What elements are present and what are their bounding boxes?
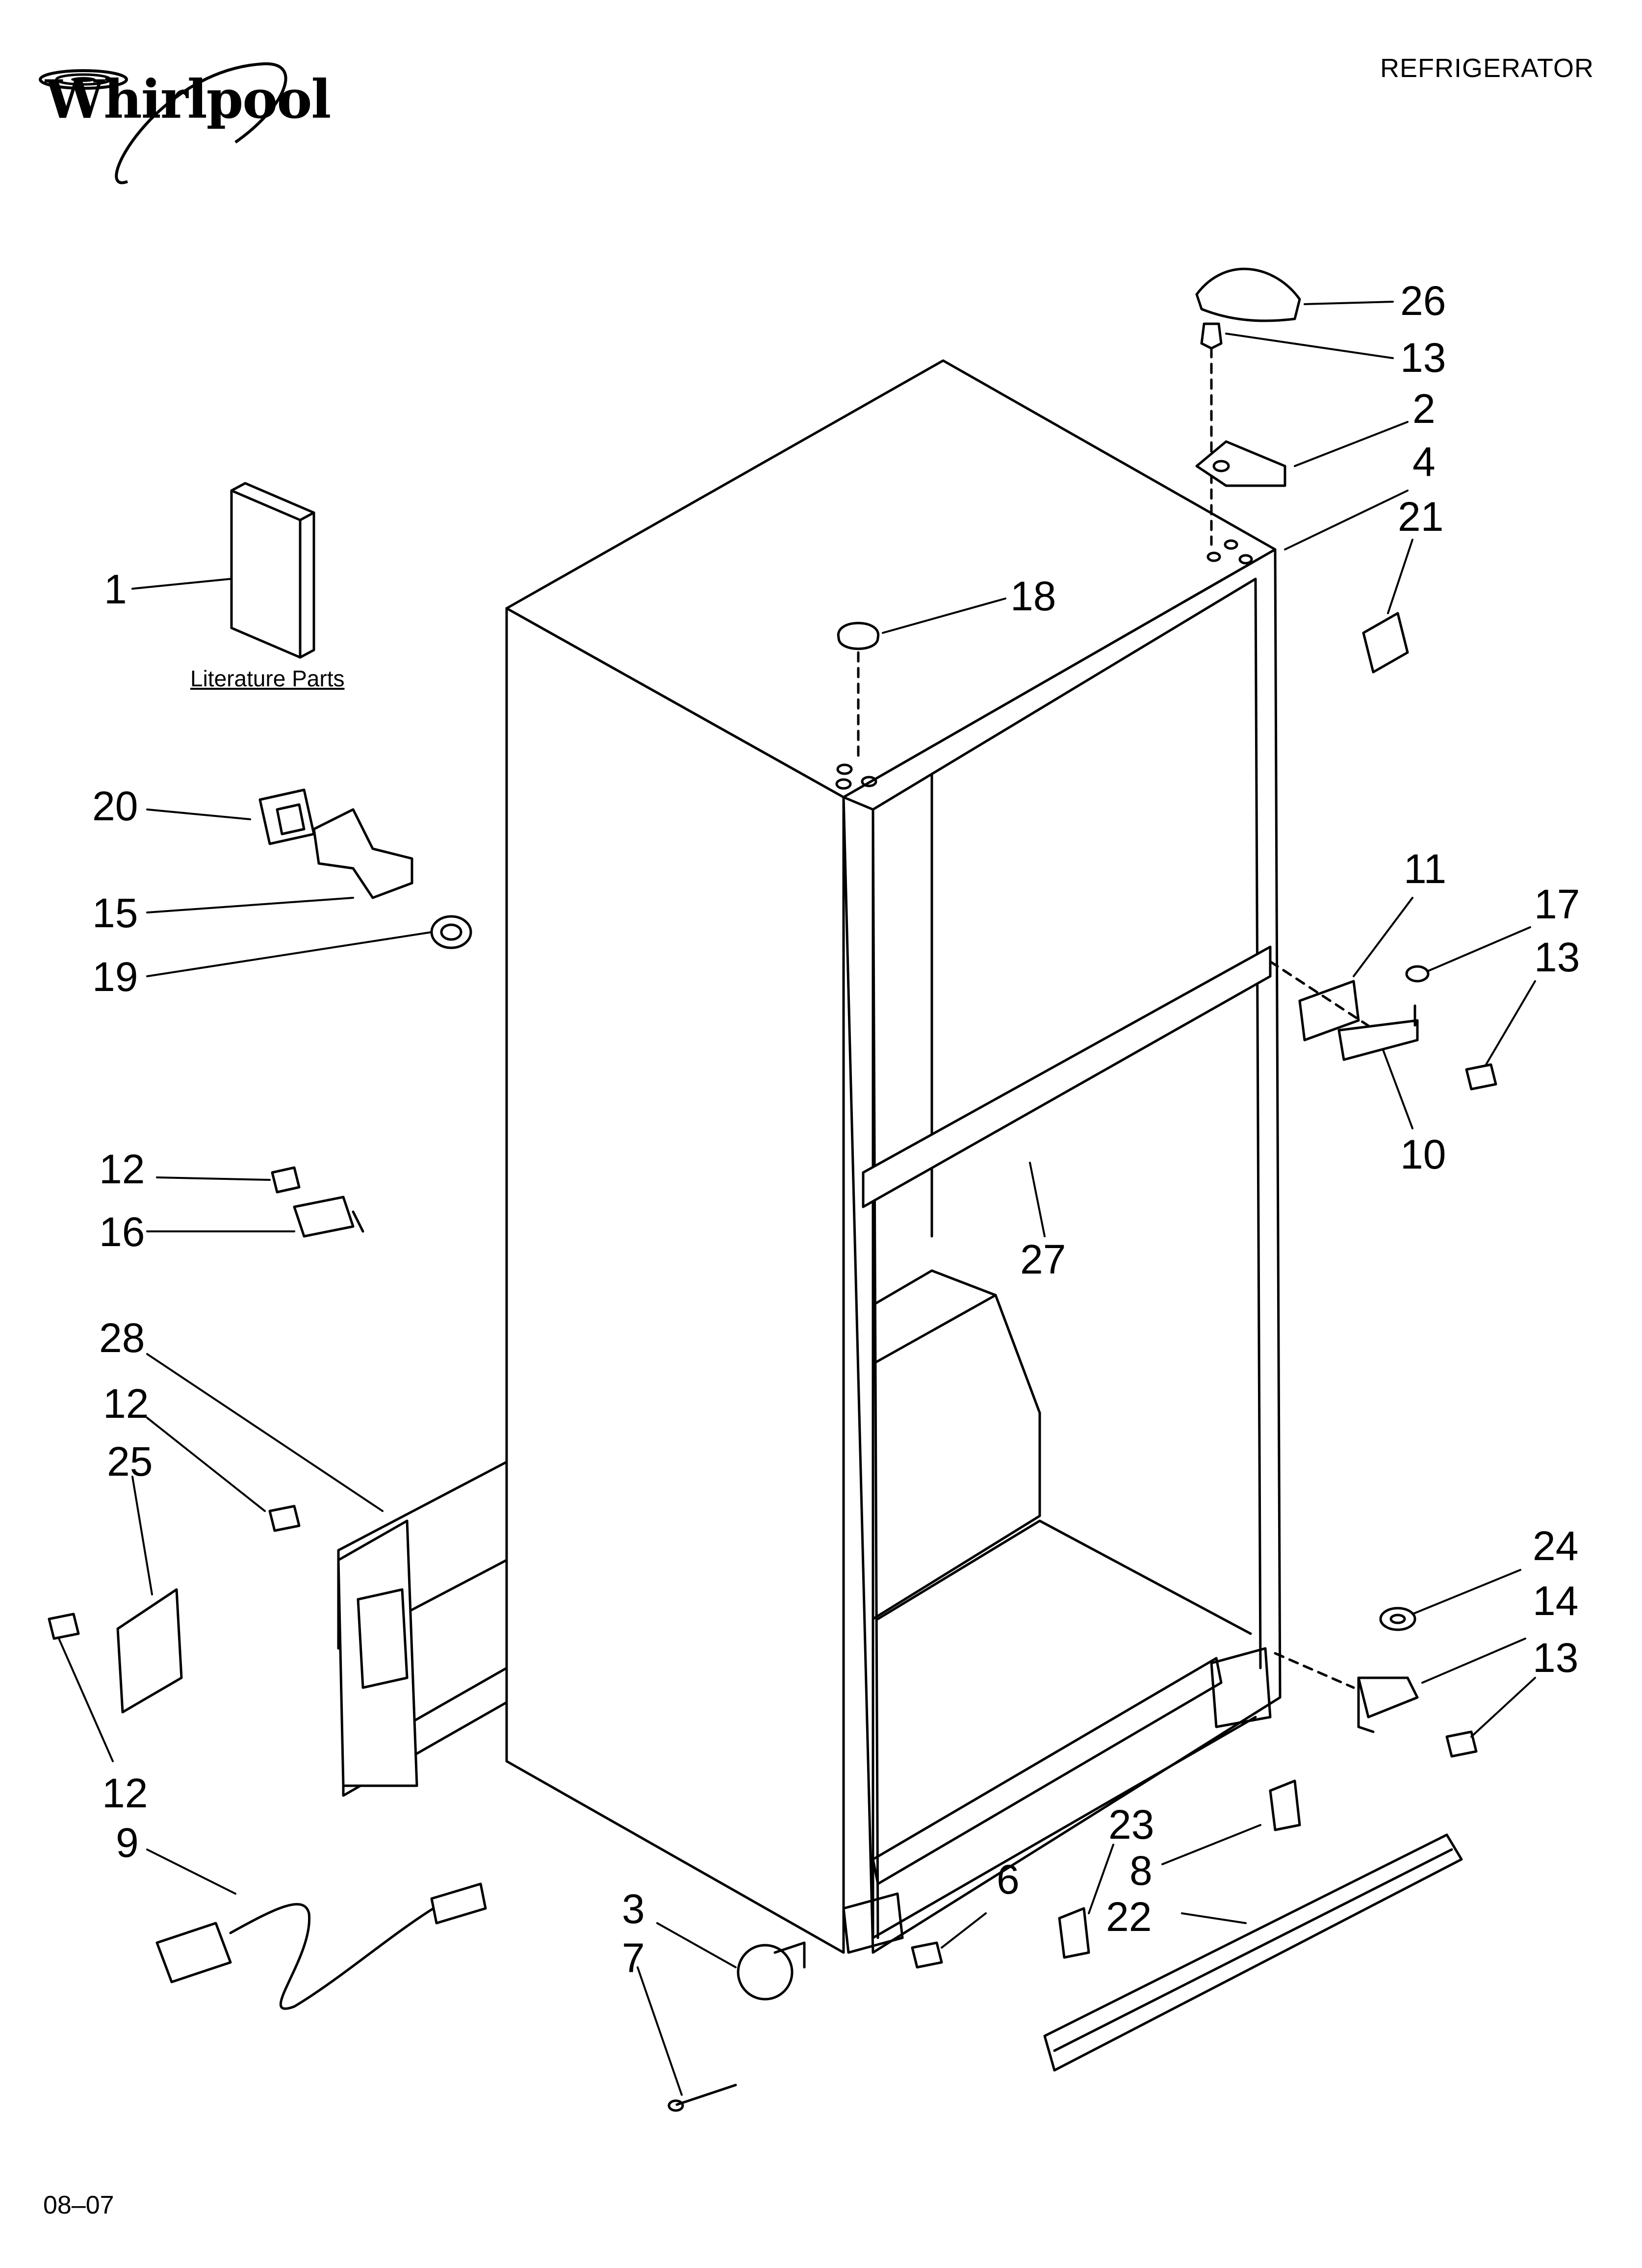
part-9-power-cord xyxy=(155,1882,487,2010)
callout-27: 27 xyxy=(1020,1236,1066,1282)
part-24-washer xyxy=(1379,1607,1416,1631)
callout-6: 6 xyxy=(997,1856,1020,1903)
whirlpool-logo xyxy=(29,49,324,206)
callout-20: 20 xyxy=(92,783,138,829)
part-12-screw-a xyxy=(271,1166,301,1194)
page-title: REFRIGERATOR xyxy=(1380,53,1594,83)
callout-2: 2 xyxy=(1412,386,1436,432)
callout-13-bottom: 13 xyxy=(1533,1635,1578,1681)
part-14-bottom-hinge xyxy=(1274,1652,1419,1733)
brand-wordmark: Whirlpool xyxy=(45,69,331,130)
callout-17: 17 xyxy=(1534,881,1580,927)
part-18-plug-button xyxy=(837,622,880,757)
refrigerator-cabinet xyxy=(337,359,1282,1954)
callout-8: 8 xyxy=(1129,1848,1153,1894)
callout-19: 19 xyxy=(92,954,138,1000)
callout-23: 23 xyxy=(1108,1801,1154,1848)
callout-16: 16 xyxy=(99,1209,145,1255)
leader-lines xyxy=(58,301,1536,2096)
callout-15: 15 xyxy=(92,890,138,936)
part-6-screw xyxy=(911,1941,943,1969)
part-28-bracket xyxy=(337,1519,418,1787)
part-15-shaft xyxy=(312,808,413,899)
part-13-screw-mid xyxy=(1465,1063,1497,1091)
part-23-clip xyxy=(1058,1907,1090,1959)
part-8-clip xyxy=(1269,1779,1301,1831)
callout-11: 11 xyxy=(1404,846,1446,892)
part-13-screw-bottom xyxy=(1445,1730,1478,1758)
callout-13-mid: 13 xyxy=(1534,934,1580,980)
callout-24: 24 xyxy=(1533,1523,1578,1569)
part-7-pin xyxy=(667,2084,737,2112)
date-code: 08–07 xyxy=(43,2191,114,2219)
part-13-screw-top xyxy=(1200,322,1223,546)
part-17-washer xyxy=(1405,965,1430,983)
callout-7: 7 xyxy=(622,1935,645,1981)
callout-9: 9 xyxy=(116,1820,139,1866)
callout-28: 28 xyxy=(99,1315,145,1361)
part-19-washer xyxy=(430,915,472,949)
literature-parts-label: Literature Parts xyxy=(190,666,345,691)
callout-3: 3 xyxy=(622,1886,645,1932)
part-16-clamp xyxy=(293,1196,364,1238)
part-12-screw-b xyxy=(268,1505,301,1532)
part-12-screw-c xyxy=(48,1613,80,1640)
callout-1: 1 xyxy=(104,566,127,612)
callout-4: 4 xyxy=(1412,439,1436,485)
part-2-top-hinge xyxy=(1195,440,1286,487)
logo-swirl-icon xyxy=(39,62,287,184)
callout-12-b: 12 xyxy=(103,1381,149,1427)
callout-26: 26 xyxy=(1400,278,1446,324)
part-1-literature xyxy=(230,482,315,659)
callout-25: 25 xyxy=(107,1438,153,1485)
part-27-divider-rail xyxy=(862,945,1272,1208)
callout-21: 21 xyxy=(1398,494,1443,540)
callout-18: 18 xyxy=(1010,573,1056,619)
callout-22: 22 xyxy=(1106,1894,1152,1940)
part-20-gasket xyxy=(258,788,315,845)
callout-13-top: 13 xyxy=(1400,335,1446,381)
callout-10: 10 xyxy=(1400,1131,1446,1177)
callout-labels: 26 13 2 4 21 1 18 20 15 19 11 17 13 10 2… xyxy=(92,278,1580,1981)
callout-14: 14 xyxy=(1533,1578,1578,1624)
callout-12-a: 12 xyxy=(99,1146,145,1192)
part-21-hinge-pin-cover xyxy=(1362,612,1409,674)
callout-12-c: 12 xyxy=(102,1770,148,1816)
part-22-toe-grille xyxy=(1043,1833,1463,2072)
part-3-roller xyxy=(737,1941,806,2001)
part-25-cover xyxy=(116,1588,183,1714)
part-10-middle-hinge xyxy=(1337,1004,1419,1061)
part-26-hinge-cover xyxy=(1195,267,1301,322)
